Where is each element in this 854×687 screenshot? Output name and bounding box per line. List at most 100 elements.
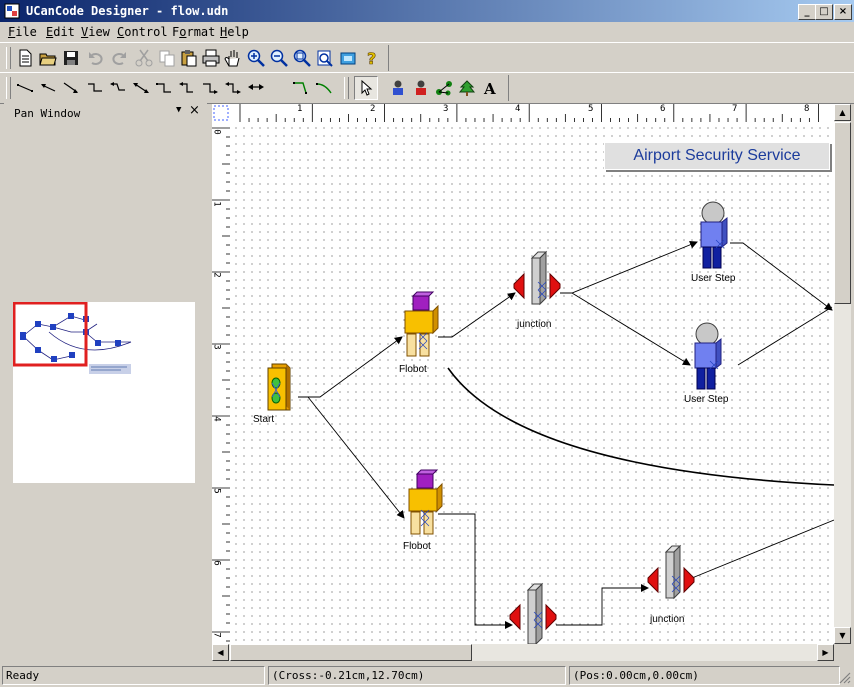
ruler-h-label-8: 8 <box>804 104 810 114</box>
menu-edit[interactable]: Edit <box>46 25 75 39</box>
link-polyline-icon[interactable] <box>289 76 312 99</box>
link-arrow-start-icon[interactable] <box>36 76 59 99</box>
window-title: UCanCode Designer - flow.udn <box>26 4 229 18</box>
help-icon[interactable]: ? <box>359 46 382 69</box>
menu-help[interactable]: Help <box>220 25 249 39</box>
label-junction-1: junction <box>517 319 552 330</box>
pan-viewport-frame[interactable] <box>12 301 88 367</box>
frame-icon[interactable] <box>336 46 359 69</box>
zoom-page-icon[interactable] <box>313 46 336 69</box>
pan-window-close-icon[interactable]: × <box>189 103 200 118</box>
link-elbow-icon[interactable] <box>83 76 106 99</box>
paste-icon[interactable] <box>177 46 200 69</box>
ruler-h-label-3: 3 <box>443 104 449 114</box>
ruler-h-label-2: 2 <box>370 104 376 114</box>
status-bar: Ready (Cross:-0.21cm,12.70cm) (Pos:0.00c… <box>0 663 854 687</box>
horizontal-scrollbar[interactable]: ◀ ▶ <box>212 644 834 661</box>
zoom-fit-icon[interactable] <box>290 46 313 69</box>
menu-control[interactable]: Control <box>117 25 168 39</box>
user-red-icon[interactable] <box>409 76 432 99</box>
banner-title[interactable]: Airport Security Service <box>604 142 830 170</box>
ruler-v-label-3: 3 <box>211 344 222 350</box>
junction-node-2 <box>647 544 695 600</box>
status-cross: (Cross:-0.21cm,12.70cm) <box>268 666 566 685</box>
vertical-scroll-thumb[interactable] <box>834 122 851 304</box>
link-bi-icon[interactable] <box>244 76 267 99</box>
status-ready: Ready <box>2 666 265 685</box>
text-tool-icon[interactable]: A <box>478 76 501 99</box>
select-pointer-icon[interactable] <box>354 76 378 100</box>
horizontal-ruler <box>212 104 834 123</box>
redo-icon[interactable] <box>107 46 130 69</box>
save-icon[interactable] <box>59 46 82 69</box>
ruler-h-label-6: 6 <box>660 104 666 114</box>
svg-text:A: A <box>483 80 496 97</box>
close-button[interactable]: × <box>834 4 852 20</box>
scroll-corner <box>834 644 851 661</box>
link-ortho-curve-icon[interactable] <box>198 76 221 99</box>
menu-view[interactable]: View <box>81 25 110 39</box>
user-node-1 <box>700 201 728 269</box>
zoom-in-icon[interactable] <box>244 46 267 69</box>
link-start-flobot1 <box>298 336 403 398</box>
pan-overview[interactable] <box>12 301 195 483</box>
pan-overview-thumbnail <box>12 301 132 374</box>
link-curve-icon[interactable] <box>312 76 335 99</box>
link-junction1-user2 <box>571 292 691 366</box>
start-node <box>267 363 291 411</box>
resize-grip-icon[interactable] <box>838 671 851 684</box>
link-nodes-icon[interactable] <box>432 76 455 99</box>
link-both-arrows-icon[interactable] <box>129 76 152 99</box>
new-file-icon[interactable] <box>13 46 36 69</box>
toolbar-grip[interactable] <box>6 77 11 99</box>
undo-icon[interactable] <box>84 46 107 69</box>
horizontal-scroll-thumb[interactable] <box>230 644 472 661</box>
scroll-left-icon[interactable]: ◀ <box>212 644 229 661</box>
ruler-v-label-6: 6 <box>211 560 222 566</box>
ruler-h-label-7: 7 <box>732 104 738 114</box>
open-folder-icon[interactable] <box>36 46 59 69</box>
vertical-scrollbar[interactable]: ▲ ▼ <box>834 104 851 644</box>
menu-file[interactable]: File <box>8 25 37 39</box>
link-junction2-out <box>691 519 834 579</box>
maximize-button[interactable]: □ <box>815 4 833 20</box>
ruler-h-label-4: 4 <box>515 104 521 114</box>
pan-hand-icon[interactable] <box>221 46 244 69</box>
menu-bar: File Edit View Control Format Help <box>0 22 854 41</box>
link-flobot1-junction1 <box>438 292 516 338</box>
link-ortho-arrow-icon[interactable] <box>175 76 198 99</box>
cut-icon[interactable] <box>132 46 155 69</box>
pan-window-menu-icon[interactable]: ▼ <box>176 105 182 115</box>
menu-format[interactable]: Format <box>172 25 216 39</box>
link-straight-icon[interactable] <box>13 76 36 99</box>
drawing-toolbar: A <box>0 72 854 104</box>
link-junction1-user1 <box>560 240 698 294</box>
link-ortho-reverse-icon[interactable] <box>221 76 244 99</box>
scroll-up-icon[interactable]: ▲ <box>834 104 851 121</box>
diagram-canvas[interactable] <box>230 122 834 644</box>
link-elbow-arrow-icon[interactable] <box>106 76 129 99</box>
scroll-right-icon[interactable]: ▶ <box>817 644 834 661</box>
ruler-v-label-0: 0 <box>211 129 222 135</box>
link-arrow-end-icon[interactable] <box>59 76 82 99</box>
toolbar-grip[interactable] <box>344 77 349 99</box>
junction-node-1 <box>513 250 561 306</box>
copy-icon[interactable] <box>155 46 178 69</box>
toolbar-grip[interactable] <box>6 47 11 69</box>
junction-node-3 <box>509 582 557 644</box>
print-icon[interactable] <box>199 46 222 69</box>
link-user1-out <box>730 242 833 311</box>
zoom-out-icon[interactable] <box>267 46 290 69</box>
title-bar[interactable]: UCanCode Designer - flow.udn _ □ × <box>0 0 854 22</box>
tree-icon[interactable] <box>455 76 478 99</box>
ruler-h-label-1: 1 <box>297 104 303 114</box>
link-junction3-junction2 <box>556 584 649 626</box>
diagram-drawing <box>267 201 834 644</box>
minimize-button[interactable]: _ <box>798 4 816 20</box>
link-orthogonal-icon[interactable] <box>152 76 175 99</box>
scroll-down-icon[interactable]: ▼ <box>834 627 851 644</box>
pan-window-header: Pan Window ▼ × <box>4 102 207 122</box>
curve-link <box>447 367 834 486</box>
flobot-node-2 <box>408 469 443 535</box>
user-blue-icon[interactable] <box>386 76 409 99</box>
